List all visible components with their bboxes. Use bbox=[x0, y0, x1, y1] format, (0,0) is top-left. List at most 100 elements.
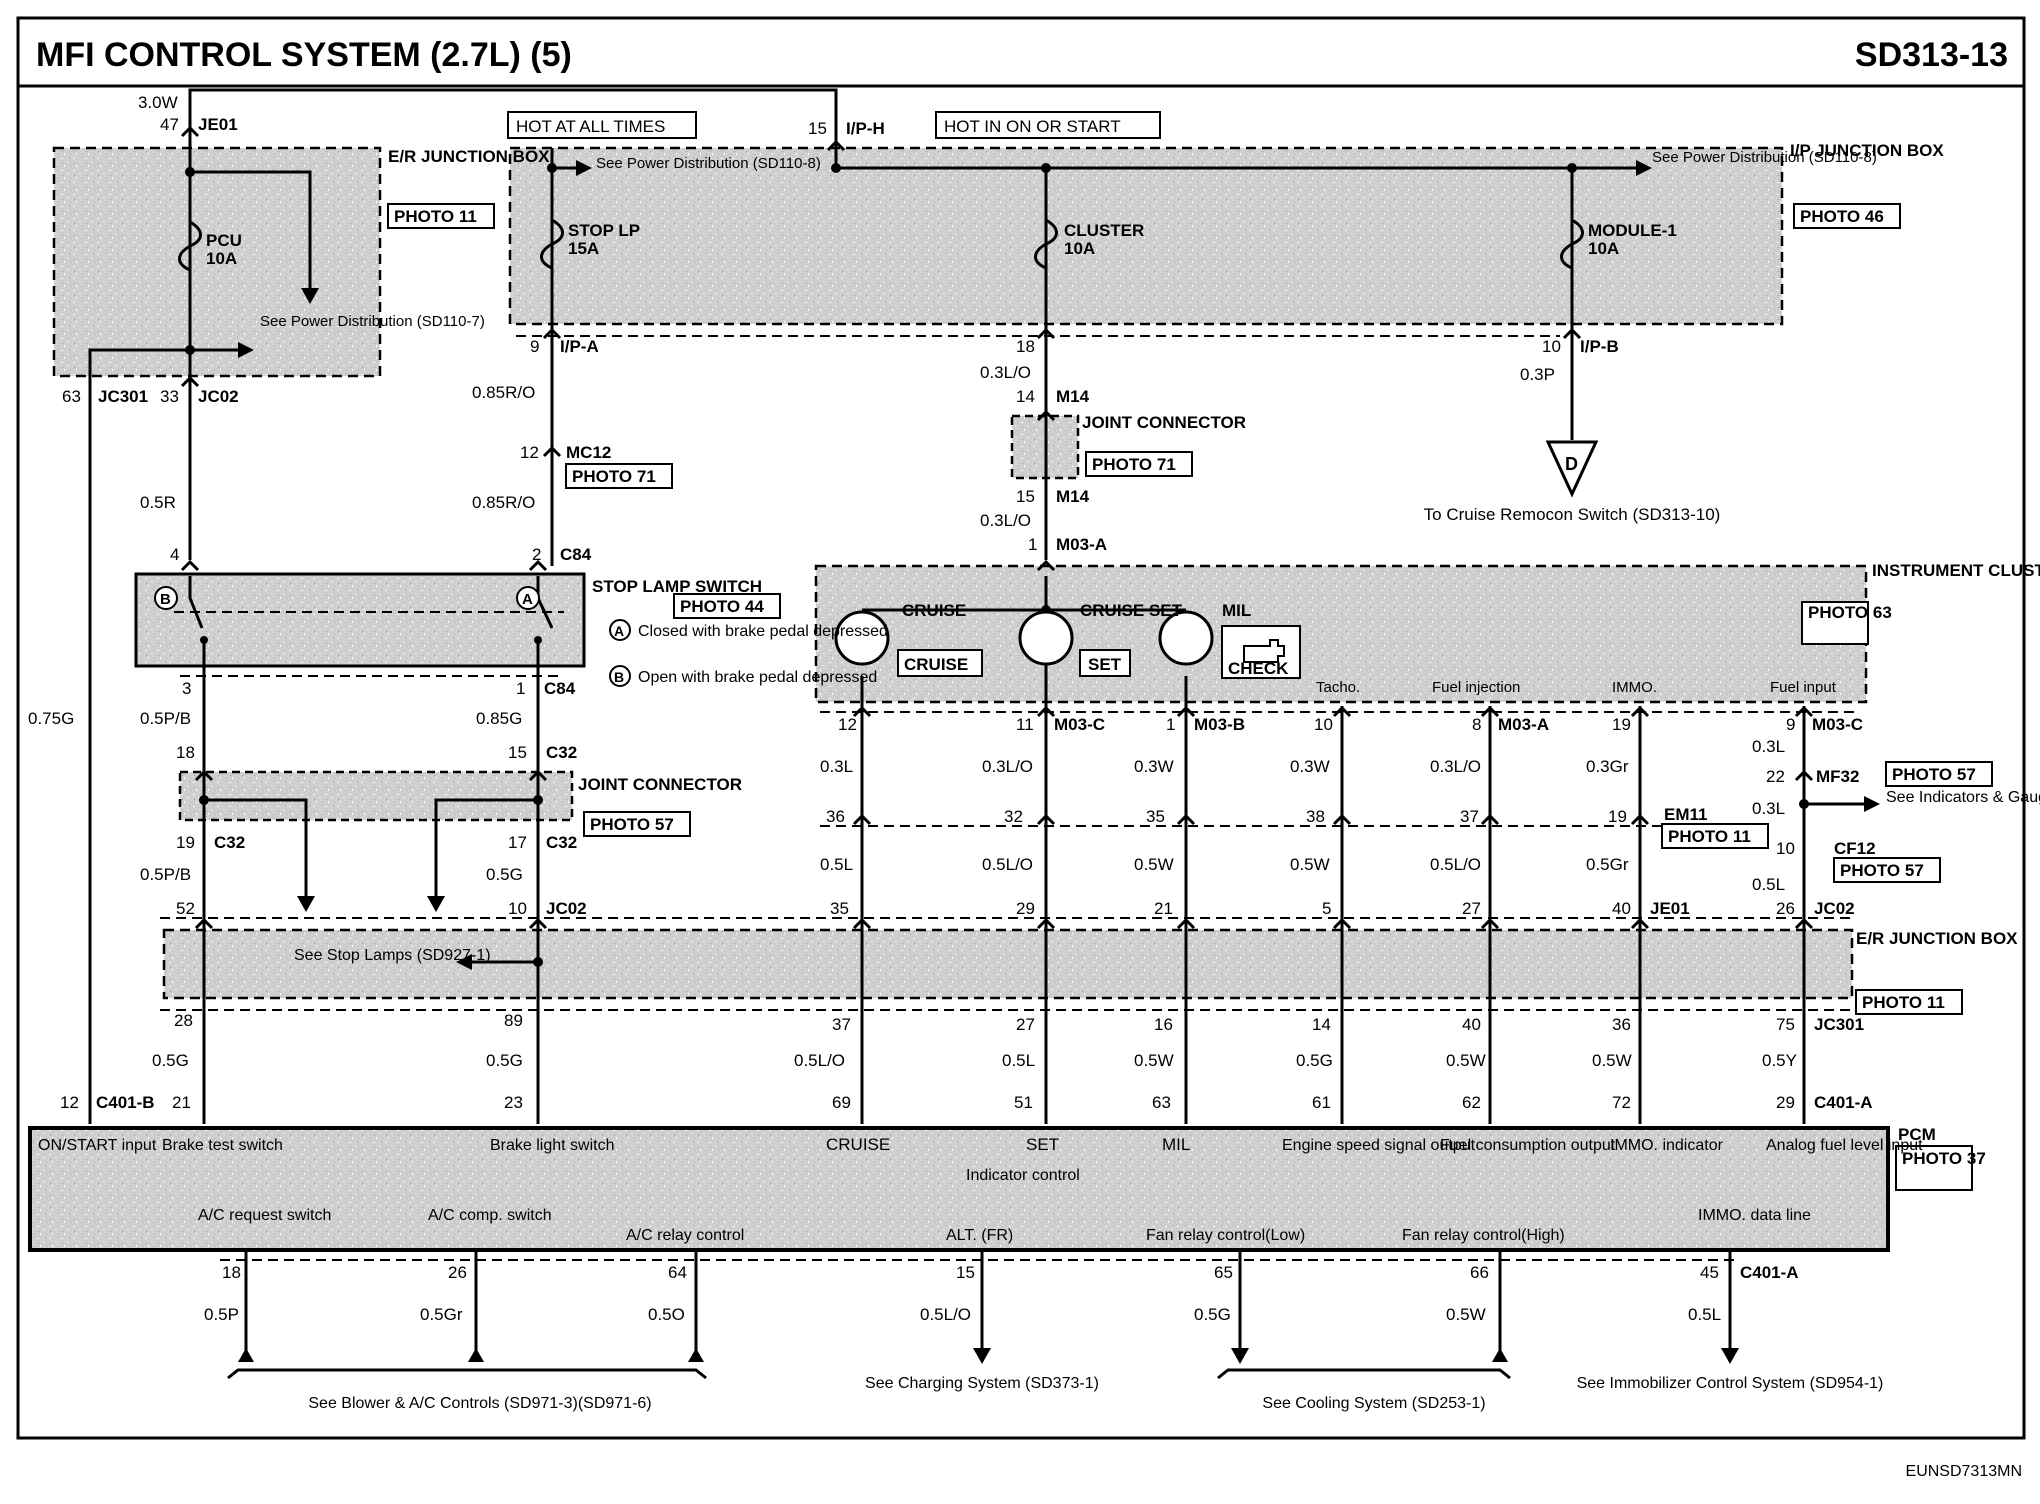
connector-label: JC301 bbox=[98, 387, 148, 406]
diagram-code: SD313-13 bbox=[1855, 36, 2008, 74]
pin-label: 14 bbox=[1016, 387, 1035, 406]
pcm-ac-request: A/C request switch bbox=[198, 1207, 331, 1224]
wire-label: 0.3W bbox=[1134, 757, 1174, 776]
letter-badges bbox=[154, 586, 631, 687]
fuse-cluster-name: CLUSTER bbox=[1064, 221, 1144, 240]
pin-label: 19 bbox=[1612, 715, 1631, 734]
pcm-ac-relay: A/C relay control bbox=[626, 1227, 744, 1244]
connector-label: M03-C bbox=[1812, 715, 1863, 734]
connector-label: CF12 bbox=[1834, 839, 1876, 858]
pin-label: 40 bbox=[1462, 1015, 1481, 1034]
ip-junction-box bbox=[508, 146, 1784, 326]
connector-label: JC02 bbox=[198, 387, 239, 406]
cruise-badge: CRUISE bbox=[904, 655, 968, 674]
pin-label: 26 bbox=[448, 1263, 467, 1282]
connector-label: JC02 bbox=[546, 899, 587, 918]
power-ref-sd1107: See Power Distribution (SD110-7) bbox=[260, 313, 485, 330]
fuse-module1-rating: 10A bbox=[1588, 239, 1619, 258]
fuse-stop-lp-name: STOP LP bbox=[568, 221, 640, 240]
pin-label: 61 bbox=[1312, 1093, 1331, 1112]
joint-c32-photo: PHOTO 57 bbox=[590, 815, 674, 834]
wire-label: 0.5P/B bbox=[140, 709, 191, 728]
set-name: CRUISE SET bbox=[1080, 601, 1183, 620]
mf32-photo: PHOTO 57 bbox=[1892, 765, 1976, 784]
wire-label: 0.5P/B bbox=[140, 865, 191, 884]
fuel-injection-label: Fuel injection bbox=[1432, 679, 1520, 696]
pin-label: 36 bbox=[1612, 1015, 1631, 1034]
pin-label: 27 bbox=[1462, 899, 1481, 918]
hot-always-label: HOT AT ALL TIMES bbox=[516, 117, 665, 136]
cruise-lamp-icon bbox=[834, 610, 890, 666]
immo-label: IMMO. bbox=[1612, 679, 1657, 696]
fuse-module1-symbol bbox=[1560, 218, 1584, 270]
pin-label: 28 bbox=[174, 1011, 193, 1030]
pin-label: 51 bbox=[1014, 1093, 1033, 1112]
badge-b: B bbox=[160, 591, 171, 608]
footer-code: EUNSD7313MN bbox=[1906, 1463, 2022, 1480]
pin-label: 35 bbox=[1146, 807, 1165, 826]
fuse-symbols bbox=[178, 218, 1584, 272]
pin-label: 21 bbox=[172, 1093, 191, 1112]
pin-label: 1 bbox=[516, 679, 525, 698]
note-b-badge: B bbox=[614, 669, 624, 685]
wire-label: 0.5W bbox=[1446, 1305, 1486, 1324]
cruise-remocon-ref: To Cruise Remocon Switch (SD313-10) bbox=[1424, 505, 1721, 524]
indicators-ref: See Indicators & Gauges (SD940-4) bbox=[1886, 789, 2040, 806]
connector-label: JE01 bbox=[1650, 899, 1690, 918]
pin-label: 52 bbox=[176, 899, 195, 918]
pin-label: 18 bbox=[222, 1263, 241, 1282]
wire-label: 0.75G bbox=[28, 709, 74, 728]
connector-label: M03-C bbox=[1054, 715, 1105, 734]
pin-label: 14 bbox=[1312, 1015, 1331, 1034]
fuse-pcu-rating: 10A bbox=[206, 249, 237, 268]
pcm-analog-fuel: Analog fuel level input bbox=[1766, 1137, 1923, 1154]
er-jb-top-photo: PHOTO 11 bbox=[394, 207, 477, 226]
pcm-fuel-consumption: Fuel consumption output bbox=[1440, 1137, 1616, 1154]
power-ref-sd1108-b: See Power Distribution (SD110-8) bbox=[1652, 149, 1877, 166]
joint-connector-c32 bbox=[178, 770, 574, 822]
pin-label: 10 bbox=[1542, 337, 1561, 356]
wire-label: 0.3L/O bbox=[980, 511, 1031, 530]
wire-label: 0.5W bbox=[1134, 1051, 1174, 1070]
pcm-brake-test: Brake test switch bbox=[162, 1137, 283, 1154]
charging-ref: See Charging System (SD373-1) bbox=[865, 1375, 1099, 1392]
badge-a: A bbox=[522, 591, 533, 608]
wire-label: 0.5Gr bbox=[1586, 855, 1629, 874]
pin-label: 16 bbox=[1154, 1015, 1173, 1034]
pin-label: 12 bbox=[60, 1093, 79, 1112]
ip-jb-photo: PHOTO 46 bbox=[1800, 207, 1884, 226]
pcm-on-start: ON/START input bbox=[38, 1137, 157, 1154]
er-junction-box-bottom bbox=[162, 928, 1854, 1000]
connector-label: C32 bbox=[214, 833, 245, 852]
wire-label: 0.5Y bbox=[1762, 1051, 1797, 1070]
wire-label: 0.3L/O bbox=[1430, 757, 1481, 776]
pin-label: 8 bbox=[1472, 715, 1481, 734]
pcm-brake-light: Brake light switch bbox=[490, 1137, 615, 1154]
diagram-frame bbox=[16, 84, 2026, 1440]
connector-label: C32 bbox=[546, 743, 577, 762]
er-jb-top-name: E/R JUNCTION BOX bbox=[388, 147, 550, 166]
fuse-cluster-rating: 10A bbox=[1064, 239, 1095, 258]
wire-label: 0.5G bbox=[152, 1051, 189, 1070]
joint-m14-photo: PHOTO 71 bbox=[1092, 455, 1176, 474]
cluster-name: INSTRUMENT CLUSTER bbox=[1872, 561, 2040, 580]
pin-label: 5 bbox=[1322, 899, 1331, 918]
pin-label: 66 bbox=[1470, 1263, 1489, 1282]
wire-label: 0.5L bbox=[1752, 875, 1785, 894]
header: MFI CONTROL SYSTEM (2.7L) (5) SD313-13 bbox=[16, 16, 2026, 88]
pin-label: 35 bbox=[830, 899, 849, 918]
pin-label: 9 bbox=[1786, 715, 1795, 734]
connector-label: I/P-B bbox=[1580, 337, 1619, 356]
pin-label: 63 bbox=[62, 387, 81, 406]
connector-label: JC301 bbox=[1814, 1015, 1864, 1034]
tacho-label: Tacho. bbox=[1316, 679, 1360, 696]
label-boxes bbox=[387, 111, 1993, 1191]
wire-label: 0.3L bbox=[1752, 799, 1785, 818]
pin-label: 18 bbox=[176, 743, 195, 762]
pcm-cruise: CRUISE bbox=[826, 1135, 890, 1154]
cluster-photo: PHOTO 63 bbox=[1808, 603, 1892, 622]
em11-photo: PHOTO 11 bbox=[1668, 827, 1751, 846]
fuse-cluster-symbol bbox=[1034, 218, 1058, 270]
pcm-alt: ALT. (FR) bbox=[946, 1227, 1013, 1244]
pin-label: 21 bbox=[1154, 899, 1173, 918]
